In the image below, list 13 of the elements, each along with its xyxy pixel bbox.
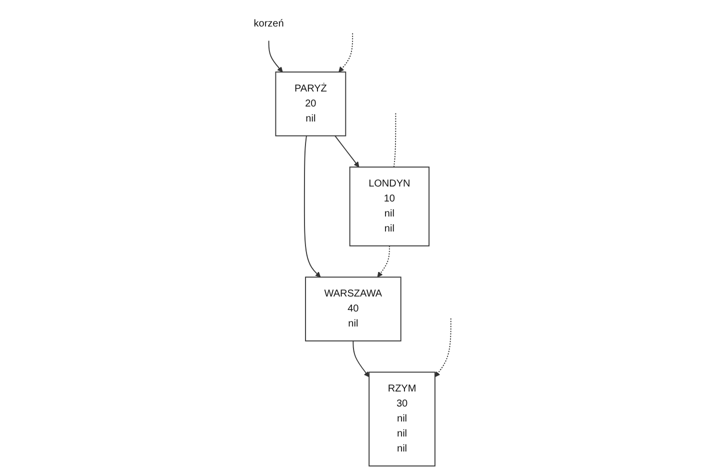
node-box — [349, 166, 430, 246]
arrow — [268, 40, 282, 72]
node-text: korzeń — [253, 18, 284, 29]
arrow — [338, 32, 353, 72]
arrow — [334, 135, 359, 168]
node-box — [304, 276, 401, 342]
arrow — [434, 318, 452, 378]
connector — [393, 112, 396, 168]
arrow — [376, 245, 390, 278]
arrow — [352, 340, 370, 378]
node-box — [274, 72, 346, 136]
node-box — [368, 372, 436, 466]
arrow — [304, 135, 320, 278]
